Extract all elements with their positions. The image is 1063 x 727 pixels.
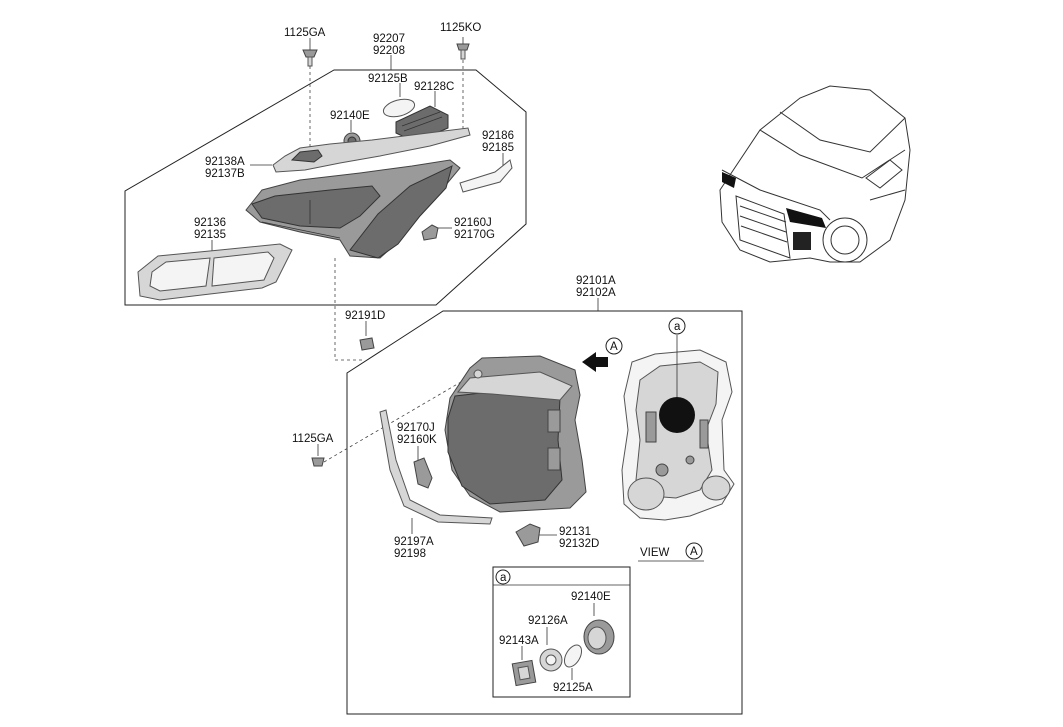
screw-1125ga-mid [311, 371, 479, 467]
part-92186-side-strip [459, 153, 513, 193]
part-92136-bezel [137, 240, 293, 301]
part-92207-housing [245, 159, 461, 259]
screw-1125ko-top [456, 37, 470, 130]
label-92125b: 92125B [368, 73, 408, 85]
label-92160k: 92160K [397, 434, 437, 446]
label-92185: 92185 [482, 142, 514, 154]
screw-1125ga-top [302, 38, 318, 160]
label-92132d: 92132D [559, 538, 599, 550]
label-92138a: 92138A [205, 156, 245, 168]
label-92197a: 92197A [394, 536, 434, 548]
upper-assembly-frame [124, 69, 527, 306]
label-92170j: 92170J [397, 422, 435, 434]
part-92197a-bracket [379, 409, 493, 534]
part-labels: 1125GA 1125KO 92207 92208 92125B 92128C … [194, 22, 698, 694]
label-marker-a-inset: a [500, 572, 507, 584]
label-92135: 92135 [194, 229, 226, 241]
view-arrow-a [582, 337, 623, 372]
view-a-rear-housing [621, 317, 735, 521]
label-92136: 92136 [194, 217, 226, 229]
part-92160j-bracket [421, 224, 452, 241]
label-marker-a-top: a [674, 321, 681, 333]
label-92170g: 92170G [454, 229, 495, 241]
label-92101a: 92101A [576, 275, 616, 287]
label-92160j: 92160J [454, 217, 492, 229]
label-92126a: 92126A [528, 615, 568, 627]
view-a-caption [638, 542, 704, 562]
label-92143a: 92143A [499, 635, 539, 647]
inset-part-92140e [583, 603, 615, 655]
label-92140e-top: 92140E [330, 110, 370, 122]
part-92170j-bracket [413, 446, 433, 489]
label-92198: 92198 [394, 548, 426, 560]
label-marker-a-view: A [690, 546, 698, 558]
label-1125ga-top: 1125GA [284, 27, 326, 39]
label-1125ko-top: 1125KO [440, 22, 481, 34]
label-92140e-inset: 92140E [571, 591, 611, 603]
label-92128c: 92128C [414, 81, 454, 93]
lower-assembly-frame [346, 310, 743, 715]
label-92131: 92131 [559, 526, 591, 538]
label-92102a: 92102A [576, 287, 616, 299]
part-92125b-gasket [382, 83, 416, 118]
part-92101a-headlamp [444, 355, 587, 513]
label-92125a: 92125A [553, 682, 593, 694]
label-92191d: 92191D [345, 310, 385, 322]
label-92208: 92208 [373, 45, 405, 57]
inset-part-92143a [511, 646, 537, 687]
inset-part-92125a [563, 644, 583, 680]
label-92207: 92207 [373, 33, 405, 45]
label-marker-a-arrow: A [610, 341, 618, 353]
label-1125ga-mid: 1125GA [292, 433, 334, 445]
label-92186: 92186 [482, 130, 514, 142]
vehicle-front-illustration [719, 85, 911, 263]
label-92137b: 92137B [205, 168, 245, 180]
label-view: VIEW [640, 547, 670, 559]
inset-part-92126a [539, 627, 563, 672]
part-92138a-trim [250, 127, 471, 173]
part-92191d-clip [359, 321, 375, 351]
part-92131-clip [515, 523, 557, 547]
inset-a-frame [492, 566, 631, 698]
inset-a-marker-circle [495, 569, 511, 585]
